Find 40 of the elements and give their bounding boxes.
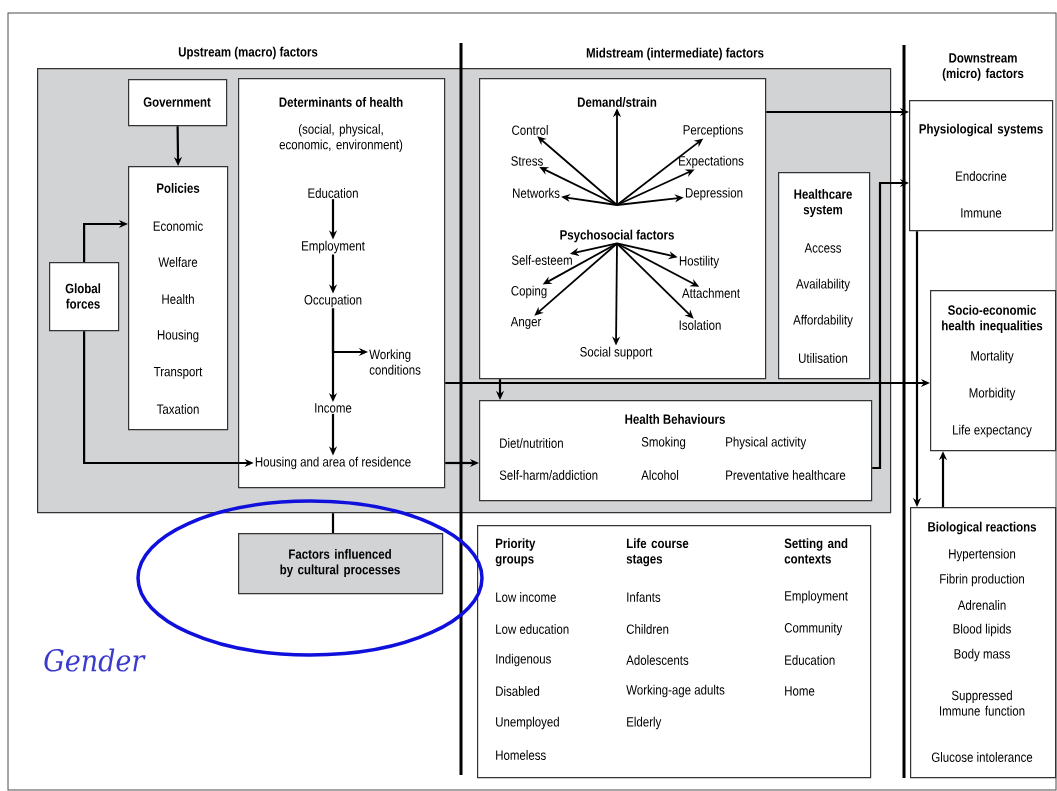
- policies-box: Policies Economic Welfare Health Housing Transport Taxation: [128, 166, 229, 431]
- healthcare-box: Healthcare system Access Availability Affordability Utilisation: [778, 172, 871, 380]
- factor-label: Coping: [511, 285, 547, 299]
- government-box: Government: [128, 79, 228, 127]
- factor-label: Self-esteem: [511, 255, 572, 265]
- factor-label: Depression: [685, 187, 743, 201]
- psychosocial-box: [479, 78, 767, 380]
- arrow: [537, 136, 618, 206]
- population-groups-box: Priority groups Low income Low education Indigenous Disabled Unemployed Homeless Life course stages Infants Children Adolescents Working-age adults Elderly Setting and contexts Employment Community Education Home: [477, 525, 872, 779]
- factor-label: Occupation: [304, 294, 362, 308]
- connector-line: [331, 513, 335, 533]
- biological-box: Biological reactions Hypertension Fibrin production Adrenalin Blood lipids Body mass Suppressed Immune function Glucose intolerance: [910, 507, 1057, 779]
- factor-label: Income: [315, 403, 352, 413]
- inequalities-box: Socio-economic health inequalities Mortality Morbidity Life expectancy: [930, 290, 1057, 452]
- factor-label: Control: [512, 125, 548, 135]
- column-heading: Downstream (micro) factors: [942, 53, 1024, 81]
- column-heading: Midstream (intermediate) factors: [586, 47, 764, 61]
- physiological-box: Physiological systems Endocrine Immune: [909, 100, 1054, 232]
- factor-label: Expectations: [679, 155, 744, 169]
- factor-label: Networks: [513, 188, 560, 198]
- handwritten-note: Gender: [44, 648, 146, 672]
- factor-label: Employment: [302, 240, 365, 254]
- factor-label: Perceptions: [683, 124, 743, 138]
- factor-label: Stress: [511, 156, 543, 166]
- behaviours-box: Health Behaviours Diet/nutrition Smoking Physical activity Self-harm/addiction Alcohol Preventative healthcare: [479, 400, 873, 502]
- factor-label: Housing and area of residence: [255, 456, 411, 470]
- factor-label: Hostility: [679, 255, 720, 269]
- factor-heading: Demand/strain: [577, 96, 657, 107]
- global-forces-box: Global forces: [49, 262, 120, 332]
- factor-label: Anger: [510, 316, 542, 330]
- factor-label: Social support: [580, 346, 653, 360]
- factor-heading: Psychosocial factors: [560, 229, 674, 243]
- factor-label: Working conditions: [369, 349, 421, 375]
- arrow: [616, 242, 694, 319]
- factor-label: Education: [308, 188, 358, 198]
- factor-label: Isolation: [679, 320, 721, 330]
- cultural-factors-box: Factors influenced by cultural processes: [238, 533, 444, 595]
- factor-label: Attachment: [682, 288, 740, 298]
- column-heading: Upstream (macro) factors: [178, 46, 318, 60]
- arrow: [534, 242, 618, 316]
